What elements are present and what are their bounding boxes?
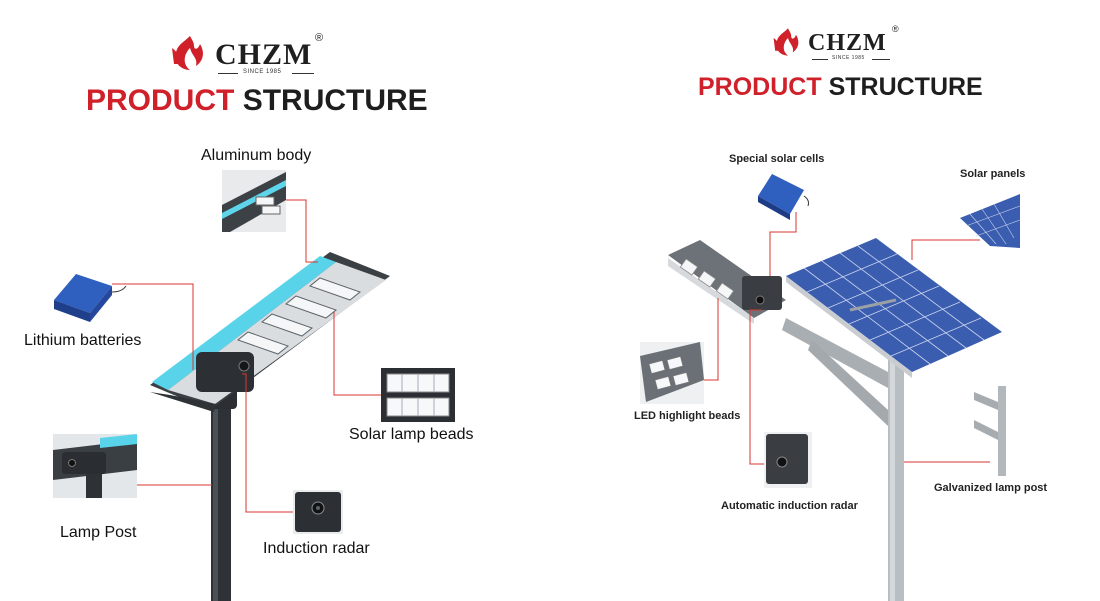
solar-lamp-beads-inset xyxy=(381,368,455,422)
brand-logo xyxy=(170,34,210,72)
title-red-word: PRODUCT xyxy=(698,73,822,101)
lamp-post-shape xyxy=(205,385,237,601)
since-rule-left xyxy=(218,73,238,74)
right-product-structure-panel: CHZM ® SINCE 1985 PRODUCT STRUCTURE Spec… xyxy=(550,0,1100,601)
page-title: PRODUCT STRUCTURE xyxy=(86,84,428,118)
lithium-battery-inset xyxy=(54,274,127,322)
label-special-solar-cells: Special solar cells xyxy=(729,153,825,165)
right-callout-lines xyxy=(704,212,990,465)
right-illustration xyxy=(640,174,1021,601)
galvanized-lamp-post-inset xyxy=(974,386,1006,476)
title-dark-word: STRUCTURE xyxy=(242,84,428,117)
flame-logo-icon xyxy=(772,26,804,58)
label-led-highlight-beads: LED highlight beads xyxy=(634,410,741,422)
aluminum-body-inset xyxy=(222,170,286,232)
label-solar-lamp-beads: Solar lamp beads xyxy=(349,426,474,443)
left-callout-lines xyxy=(112,199,381,513)
since-text: SINCE 1985 xyxy=(243,69,282,75)
left-product-structure-panel: CHZM ® SINCE 1985 PRODUCT STRUCTURE Alum… xyxy=(24,32,474,601)
brand-name: CHZM xyxy=(215,38,313,71)
page-title: PRODUCT STRUCTURE xyxy=(698,73,983,102)
brand-logo xyxy=(772,26,804,58)
registered-mark: ® xyxy=(315,32,324,44)
title-dark-word: STRUCTURE xyxy=(828,73,983,101)
since-rule-right xyxy=(872,59,890,60)
automatic-induction-radar-inset xyxy=(764,432,812,488)
title-red-word: PRODUCT xyxy=(86,84,235,117)
solar-panel-shape xyxy=(786,238,1002,378)
label-lithium-batteries: Lithium batteries xyxy=(24,332,142,349)
since-rule-right xyxy=(292,73,314,74)
left-illustration xyxy=(53,170,455,601)
label-lamp-post: Lamp Post xyxy=(60,524,137,541)
street-lamp-head xyxy=(668,240,786,324)
label-induction-radar: Induction radar xyxy=(263,540,370,557)
special-solar-cell-inset xyxy=(758,174,809,220)
led-highlight-beads-inset xyxy=(640,342,704,404)
label-automatic-induction-radar: Automatic induction radar xyxy=(721,500,858,512)
brand-name: CHZM xyxy=(808,30,887,56)
flame-logo-icon xyxy=(170,34,210,72)
registered-mark: ® xyxy=(892,24,899,34)
galvanized-pole-shape xyxy=(782,300,904,601)
since-text: SINCE 1985 xyxy=(832,55,865,61)
label-galvanized-lamp-post: Galvanized lamp post xyxy=(934,482,1048,494)
solar-panels-inset xyxy=(960,194,1021,248)
label-solar-panels: Solar panels xyxy=(960,168,1026,180)
since-rule-left xyxy=(812,59,828,60)
induction-radar-inset xyxy=(293,490,343,534)
label-aluminum-body: Aluminum body xyxy=(201,147,312,164)
lamp-post-inset xyxy=(53,434,137,498)
street-lamp-head xyxy=(150,252,390,412)
